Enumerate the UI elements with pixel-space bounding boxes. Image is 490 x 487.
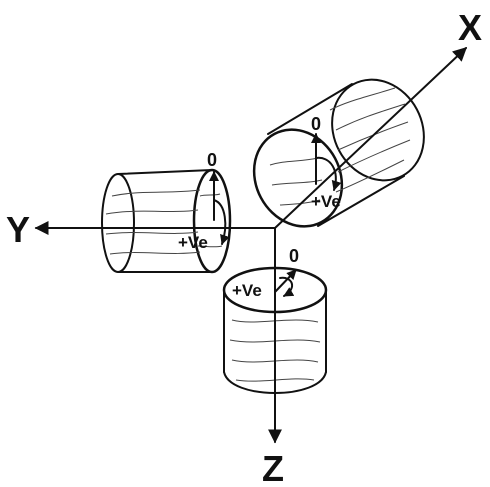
z-zero-label: 0 xyxy=(289,246,299,266)
x-zero-label: 0 xyxy=(311,114,321,134)
z-axis-label: Z xyxy=(262,448,284,487)
z-rotation-indicator xyxy=(274,269,297,297)
y-axis-label: Y xyxy=(6,209,30,250)
y-rotation-indicator xyxy=(209,171,230,245)
y-axis-cylinder xyxy=(101,168,232,274)
y-positive-label: +Ve xyxy=(178,233,208,252)
z-positive-label: +Ve xyxy=(232,281,262,300)
y-zero-label: 0 xyxy=(207,150,217,170)
x-axis-cylinder xyxy=(252,78,425,228)
x-axis-line xyxy=(274,47,468,229)
x-rotation-indicator xyxy=(311,133,342,191)
x-positive-label: +Ve xyxy=(311,192,341,211)
x-axis-label: X xyxy=(458,7,482,48)
